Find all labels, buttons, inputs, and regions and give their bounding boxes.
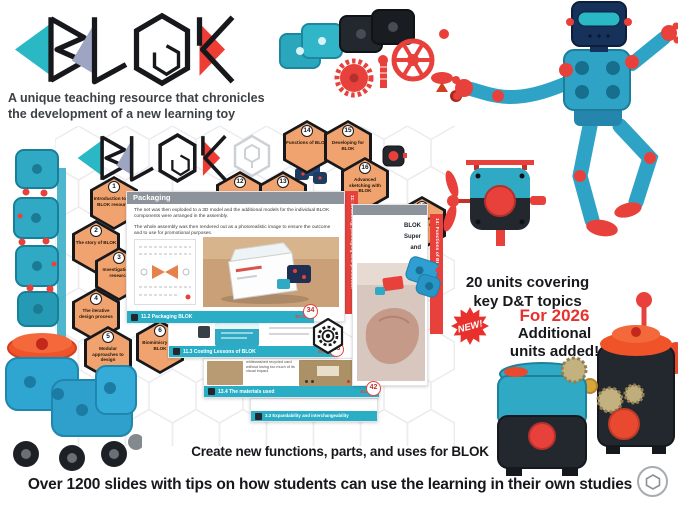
slide-text-fragment: BLOK Super and [403, 223, 421, 251]
collage-left-strip [57, 168, 66, 368]
unit-number-badge: 2 [90, 225, 102, 237]
units-callout: 20 units covering key D&T topics [435, 274, 620, 311]
units-callout-line-2: key D&T topics [473, 292, 582, 310]
kraft-panel-photo [207, 361, 243, 385]
net-diagram-strip [134, 239, 196, 305]
unit-number-badge: 4 [90, 293, 102, 305]
unit-number-badge: 3 [113, 252, 125, 264]
block-tower-photo [13, 149, 59, 327]
blue-bracket-photo [405, 256, 442, 298]
slide-footer-text: 3.3 Expandability and interchangeability [265, 413, 349, 418]
slide-footer-icon [173, 348, 180, 355]
unit-label: The story of BLOK [75, 240, 117, 245]
slide-footer-text: 11.2 Packaging BLOK [141, 314, 193, 320]
bottom-line: Over 1200 slides with tips on how studen… [27, 476, 633, 493]
units-callout-line-1: 20 units covering [465, 274, 590, 291]
unit-number-badge: 6 [154, 325, 166, 337]
slide-paragraph-1: The net was then exploded to a 3D model … [134, 208, 330, 219]
slide-footer-icon [255, 412, 262, 420]
unit-label: Advanced sketching with BLOK [349, 177, 381, 194]
slide-page-number: 42 [366, 381, 381, 396]
slide-card-packaging: Packaging The net was then exploded to a… [126, 191, 345, 323]
cube-propeller-photo [443, 160, 546, 246]
tagline-line-2: the development of a new learning toy [8, 107, 236, 121]
unit-number-badge: 16 [359, 162, 371, 174]
slide-header [353, 205, 427, 215]
unit-number-badge: 13 [277, 176, 289, 188]
slide-page-number: 34 [303, 304, 318, 319]
slide-footer-text: 11.3 Costing Lessons of BLOK [183, 348, 256, 355]
unit-label: Investigation & research [102, 267, 136, 278]
promo-year: For 2026 [519, 306, 590, 325]
slide-footer-text: 13.4 The materials used [218, 388, 275, 395]
slide-footer-bar: 13.4 The materials used BLOK [204, 386, 379, 397]
unit-number-badge: 5 [102, 331, 114, 343]
unit-number-badge: 12 [234, 176, 246, 188]
materials-note: whitewashed recycled card without losing… [246, 360, 295, 374]
slide-card-expandability: 3.3 Expandability and interchangeability [250, 398, 378, 422]
slide-card-costing: 11.3 Costing Lessons of BLOK BLOK [168, 320, 338, 358]
unit-label: Biomimicry with BLOK [142, 340, 178, 351]
robot-photo [452, 1, 678, 237]
slide-footer-bar: 3.3 Expandability and interchangeability [251, 411, 377, 421]
blok-brandmark: BLOK [295, 314, 310, 319]
unit-label: Introduction to the BLOK resource [93, 196, 135, 207]
slide-title-bar: Packaging [127, 192, 344, 204]
teal-box-photo [215, 323, 259, 347]
unit-label: The iterative design process [79, 308, 113, 319]
package-photo [203, 237, 339, 307]
unit-number-badge: 14 [301, 125, 313, 137]
slide-footer-icon [208, 388, 215, 395]
tagline: A unique teaching resource that chronicl… [8, 90, 288, 122]
slide-footer-bar: 11.2 Packaging BLOK BLOK [127, 311, 314, 323]
blue-wagon-photo [5, 333, 142, 471]
dark-object-photo [198, 326, 210, 338]
promo-line-2: Additional [517, 325, 592, 342]
hand-photo [357, 263, 425, 381]
tagline-line-1: A unique teaching resource that chronicl… [8, 91, 265, 105]
unit-number-badge: 15 [342, 125, 354, 137]
corner-emblem-icon [645, 473, 660, 490]
machines-photo [497, 292, 678, 476]
unit-label: Functions of BLOK [286, 140, 328, 145]
kraft-panel-photo [299, 360, 361, 386]
slide-card-side: BLOK Super and [352, 204, 428, 386]
new-badge: NEW! [451, 307, 489, 345]
blok-logo [12, 8, 237, 91]
hexagon-cube-icon [233, 134, 271, 178]
create-line: Create new functions, parts, and uses fo… [191, 444, 489, 459]
corner-emblem [637, 466, 668, 497]
promo-line-3: units added! [509, 343, 600, 360]
slide-footer-icon [131, 313, 138, 321]
unit-label: Developing for BLOK [331, 140, 365, 151]
slide-title: Packaging [133, 193, 171, 202]
slide-card-materials: whitewashed recycled card without losing… [203, 358, 380, 398]
slide-paragraph-2: The whole assembly was then rendered out… [134, 225, 331, 236]
promo-callout: For 2026 Additional units added! [487, 306, 622, 361]
blok-gear-emblem [312, 318, 344, 354]
parts-photo [279, 9, 462, 102]
dark-cube-photo [382, 145, 407, 167]
unit-number-badge: 1 [108, 181, 120, 193]
blok-logo-small [62, 130, 242, 186]
unit-hexagon-14: 14 Functions of BLOK [283, 120, 331, 174]
unit-label: Modular approaches to design [92, 346, 124, 363]
